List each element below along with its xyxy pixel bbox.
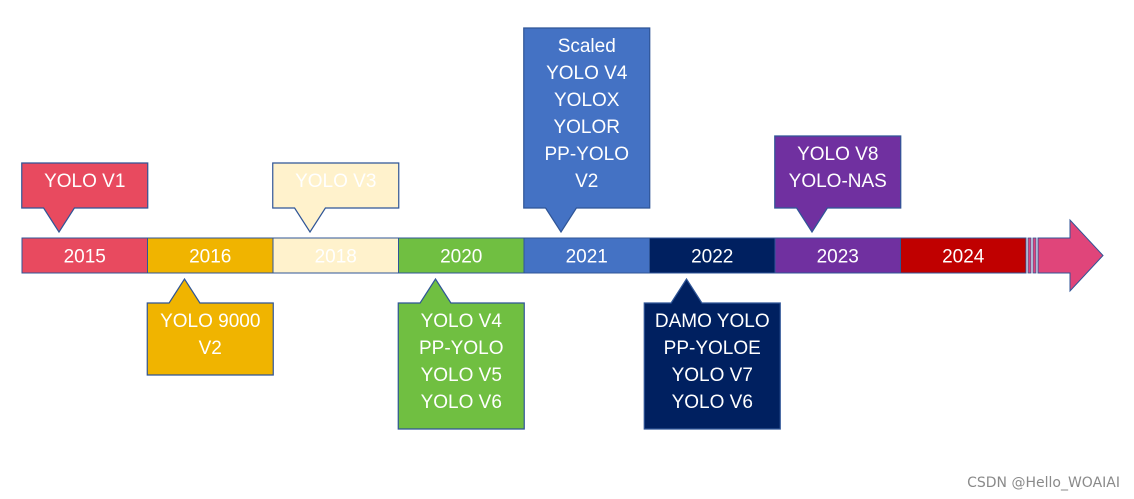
year-label-2020: 2020 [440, 247, 482, 268]
timeline-segment-2024: 2024 [900, 237, 1027, 274]
segment-2016-fill [147, 237, 274, 274]
segment-2022-fill [649, 237, 776, 274]
callout-2015-line: YOLO V1 [44, 171, 125, 192]
timeline-segment-2020: 2020 [398, 237, 525, 274]
callout-2023-line: YOLO-NAS [789, 171, 887, 192]
timeline-arrow [1027, 218, 1104, 293]
timeline-segment-2016: 2016 [147, 237, 274, 274]
arrow-head [1037, 218, 1104, 293]
callout-2022: DAMO YOLO PP-YOLOE YOLO V7 YOLO V6 [643, 277, 781, 430]
callout-2021-line: PP-YOLO [545, 144, 629, 165]
callout-2016-shape [146, 277, 274, 376]
segment-2018-fill [272, 237, 399, 274]
year-label-2022: 2022 [691, 247, 733, 268]
callout-2016-line: V2 [199, 338, 222, 359]
callout-2020-line: YOLO V6 [421, 392, 502, 413]
arrow-stripe-2 [1032, 237, 1037, 274]
segment-2021-fill [523, 237, 650, 274]
callout-2020-line: YOLO V5 [421, 365, 502, 386]
callout-2015-shape [21, 162, 149, 234]
callout-2015: YOLO V1 [21, 162, 149, 234]
callout-2018-line: YOLO V3 [295, 171, 376, 192]
callout-2021-line: YOLOR [553, 117, 620, 138]
callout-2020: YOLO V4 PP-YOLO YOLO V5 YOLO V6 [397, 277, 525, 430]
timeline-segment-2018: 2018 [272, 237, 399, 274]
segment-2023-fill [774, 237, 901, 274]
callout-2022-shape [643, 277, 781, 430]
callout-2022-line: YOLO V7 [672, 365, 753, 386]
callout-2018-shape [272, 162, 400, 234]
segment-2015-fill [21, 237, 148, 274]
callout-2021-line: YOLO V4 [546, 63, 628, 84]
arrow-stripe-1 [1027, 237, 1032, 274]
timeline-segment-2023: 2023 [774, 237, 901, 274]
year-label-2016: 2016 [189, 247, 231, 268]
callout-2023: YOLO V8 YOLO-NAS [774, 135, 902, 234]
watermark: CSDN @Hello_WOAIAI [967, 475, 1120, 491]
callout-2016-line: YOLO 9000 [160, 311, 260, 332]
callout-2023-line: YOLO V8 [797, 144, 878, 165]
year-label-2015: 2015 [64, 247, 106, 268]
year-label-2021: 2021 [566, 247, 608, 268]
callout-2020-line: PP-YOLO [419, 338, 503, 359]
callout-2021-line: V2 [575, 171, 598, 192]
callout-2020-shape [397, 277, 525, 430]
callout-2022-line: DAMO YOLO [655, 311, 770, 332]
callout-2020-line: YOLO V4 [421, 311, 503, 332]
callout-2022-line: PP-YOLOE [664, 338, 761, 359]
callout-2021-shape [523, 27, 651, 234]
timeline-segment-2015: 2015 [21, 237, 148, 274]
year-label-2018: 2018 [315, 247, 357, 268]
year-label-2024: 2024 [942, 247, 985, 268]
callout-2022-line: YOLO V6 [672, 392, 753, 413]
callout-2021-line: YOLOX [554, 90, 620, 111]
year-label-2023: 2023 [817, 247, 859, 268]
timeline-segment-2021: 2021 [523, 237, 650, 274]
timeline-segment-2022: 2022 [649, 237, 776, 274]
callout-2021-line: Scaled [558, 36, 616, 57]
segment-2024-fill [900, 237, 1027, 274]
callout-2018: YOLO V3 [272, 162, 400, 234]
timeline-bar: 2015 2016 2018 2020 2021 2022 2023 2024 [21, 237, 1027, 274]
callout-2023-shape [774, 135, 902, 234]
